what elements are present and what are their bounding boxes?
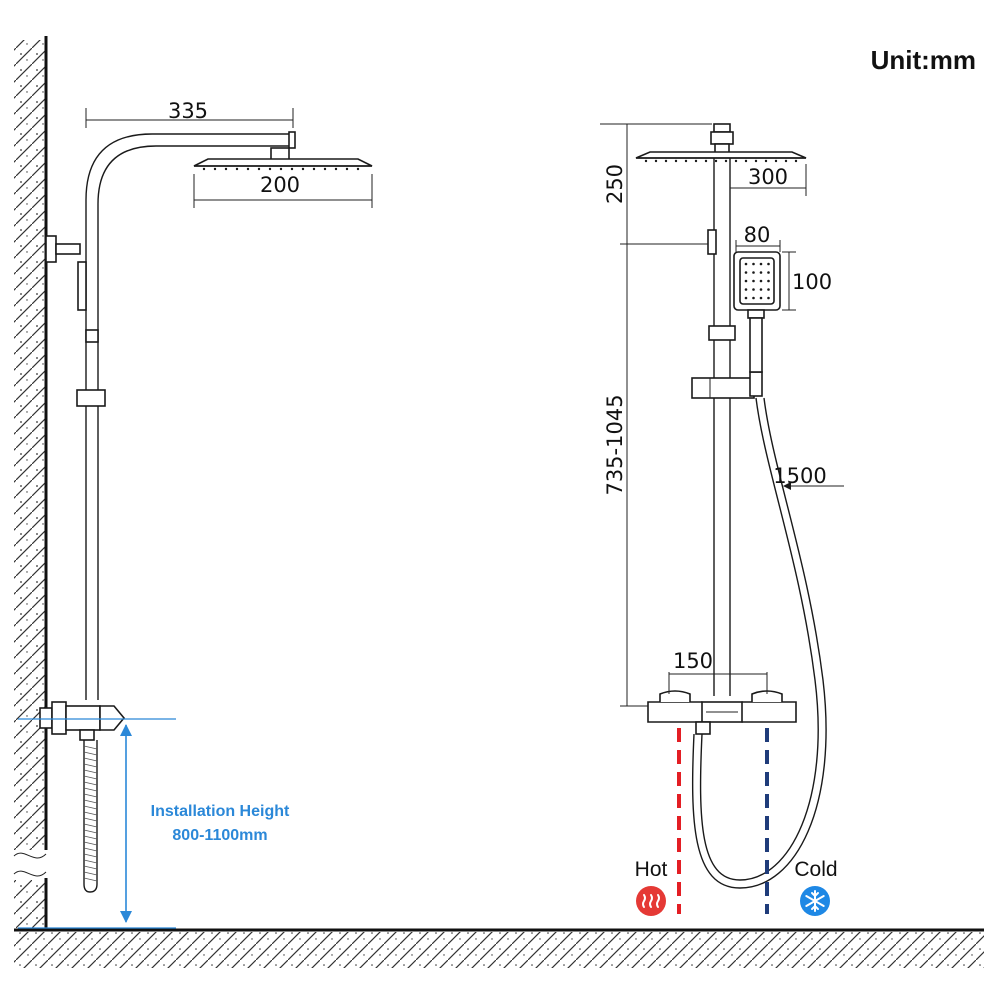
- cold-label: Cold: [794, 858, 837, 881]
- dim-head-diameter: 200: [193, 173, 373, 208]
- dim-inlet-spacing: 150: [668, 649, 768, 694]
- heat-waves-icon: [636, 886, 666, 916]
- dim-installation-height: Installation Height 800-1100mm: [18, 718, 304, 929]
- side-mixer-valve: [39, 701, 126, 741]
- floor: [14, 928, 984, 968]
- head-width-value: 300: [748, 165, 788, 189]
- installation-height-range: 800-1100mm: [172, 827, 267, 844]
- installation-height-label: Installation Height: [151, 803, 290, 820]
- front-slider-holder: [691, 371, 763, 399]
- side-wall-bracket: [45, 235, 81, 263]
- side-hose: [83, 740, 98, 893]
- dim-hose-length: 1500: [773, 464, 844, 490]
- side-riser-pipe: [85, 131, 296, 700]
- hot-label: Hot: [635, 858, 668, 881]
- front-hose: [691, 397, 827, 889]
- side-hand-shower: [76, 261, 106, 407]
- head-diameter-value: 200: [260, 173, 300, 197]
- front-riser-bar: [707, 158, 736, 696]
- arm-length-value: 335: [168, 99, 208, 123]
- front-rain-shower-head: [635, 151, 807, 163]
- dim-handset-height: 100: [782, 251, 832, 311]
- side-rain-shower-head: [193, 158, 373, 171]
- inlet-spacing-value: 150: [673, 649, 713, 673]
- handset-height-value: 100: [792, 270, 832, 294]
- handset-width-value: 80: [744, 223, 771, 247]
- front-handset: [733, 251, 781, 373]
- side-view: [39, 131, 373, 893]
- dim-handset-width: 80: [735, 223, 781, 252]
- unit-label: Unit:mm: [871, 45, 976, 75]
- dim-bar-range: 735-1045: [603, 244, 648, 707]
- head-height-value: 250: [603, 164, 627, 204]
- front-top-connector: [710, 123, 734, 155]
- dim-head-width: 300: [730, 164, 807, 196]
- front-mixer-valve: [647, 690, 797, 735]
- bar-range-value: 735-1045: [603, 394, 627, 495]
- dim-arm-length: 335: [85, 99, 294, 128]
- wall: [13, 36, 48, 930]
- front-view: [635, 123, 827, 914]
- dim-head-height: 250: [600, 123, 712, 245]
- hose-length-value: 1500: [773, 464, 826, 488]
- snowflake-icon: [800, 886, 830, 916]
